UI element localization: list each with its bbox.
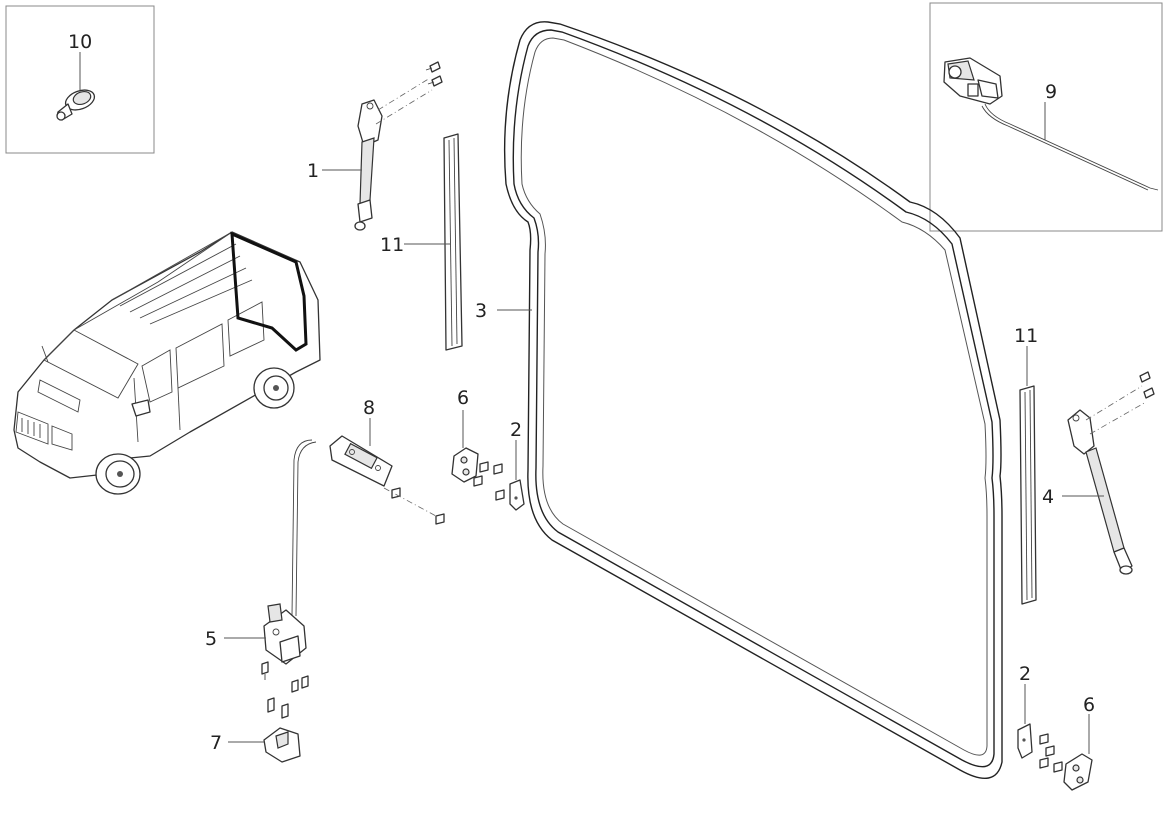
hinge-bracket-upper (509, 440, 525, 511)
flange-bolt-drawing (56, 52, 96, 121)
van-illustration (13, 231, 321, 495)
hinge-plate-lower (1063, 714, 1093, 791)
callout-11-left: 11 (380, 234, 404, 256)
callout-6-lower: 6 (1083, 694, 1095, 716)
door-weatherstrip-seal (497, 21, 1003, 779)
inset-box-part-10: 10 (5, 5, 155, 154)
hinge-bolts-upper (473, 461, 505, 501)
gas-strut-right (1062, 371, 1155, 575)
callout-8: 8 (363, 397, 375, 419)
latch-release-handle (283, 418, 445, 627)
callout-7: 7 (210, 732, 222, 754)
inset-box-part-9: 9 (929, 2, 1163, 232)
striker-plate (228, 697, 301, 763)
callout-11-right: 11 (1014, 325, 1038, 347)
hinge-plate-upper (451, 410, 479, 483)
gas-strut-left (322, 61, 443, 231)
weatherstrip-left (404, 133, 463, 351)
callout-9: 9 (1045, 81, 1057, 103)
tailgate-lock-assembly (224, 603, 309, 693)
callout-1: 1 (307, 160, 319, 182)
hinge-bracket-lower (1017, 684, 1063, 773)
callout-6-upper: 6 (457, 387, 469, 409)
callout-5: 5 (205, 628, 217, 650)
lock-actuator-drawing (943, 57, 1159, 191)
callout-4: 4 (1042, 486, 1054, 508)
callout-10: 10 (68, 31, 92, 53)
weatherstrip-right (1019, 346, 1037, 605)
callout-2-lower: 2 (1019, 663, 1031, 685)
callout-2-upper: 2 (510, 419, 522, 441)
callout-3: 3 (475, 300, 487, 322)
